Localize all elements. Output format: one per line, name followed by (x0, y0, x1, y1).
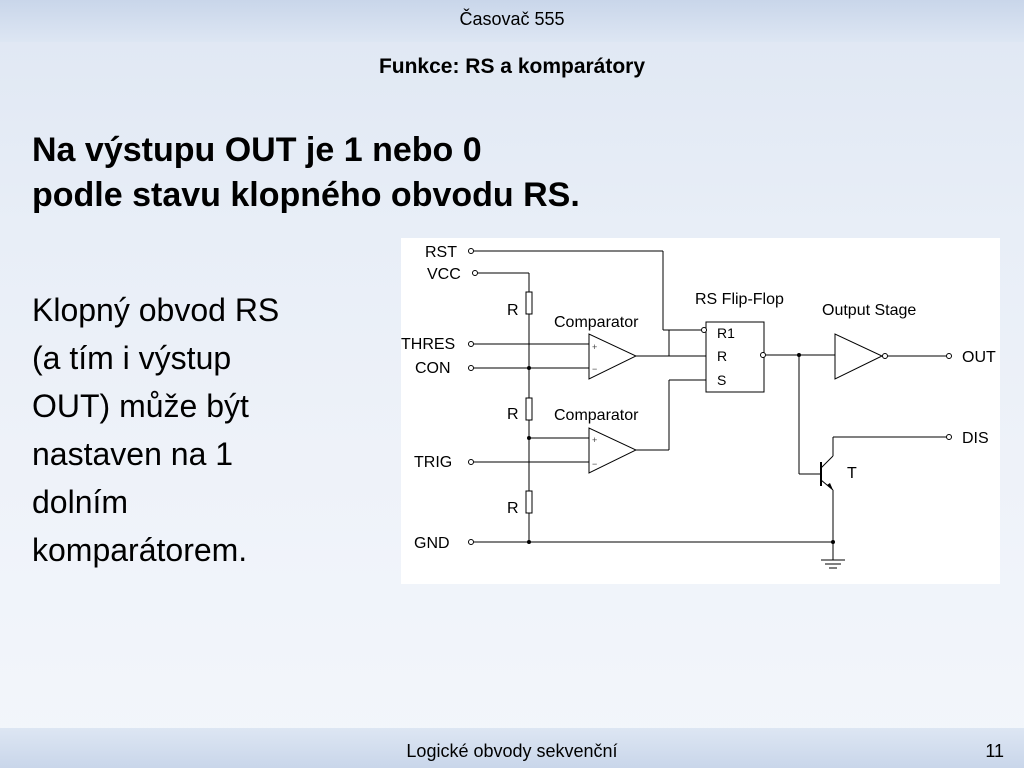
pin-terminal (468, 365, 474, 371)
slide-subtitle: Funkce: RS a komparátory (378, 55, 646, 78)
timer-555-diagram: RST VCC THRES CON TRIG GND OUT DIS R R R… (401, 238, 1000, 584)
pin-label-rst: RST (425, 244, 457, 261)
pin-label-gnd: GND (414, 535, 450, 552)
comp-plus-sign: + (592, 435, 597, 445)
body-line: dolním (32, 484, 129, 520)
flipflop-title: RS Flip-Flop (695, 291, 784, 308)
resistor-symbol (525, 397, 533, 421)
rs-flipflop-block (705, 321, 765, 393)
resistor-label: R (507, 406, 519, 423)
flipflop-pin-s: S (717, 372, 726, 388)
body-line: komparátorem. (32, 532, 248, 568)
output-stage-buffer (834, 333, 884, 380)
header-band (0, 0, 1024, 42)
pin-label-thres: THRES (401, 336, 455, 353)
body-line: Klopný obvod RS (32, 292, 280, 328)
comparator-1-symbol (588, 333, 638, 380)
comp-plus-sign: + (592, 342, 597, 352)
comparator-2-symbol (588, 427, 638, 474)
comp-minus-sign: − (592, 364, 597, 374)
pin-terminal (946, 353, 952, 359)
pin-terminal (468, 459, 474, 465)
pin-label-out: OUT (962, 349, 996, 366)
pin-terminal (472, 270, 478, 276)
circuit-schematic: RST VCC THRES CON TRIG GND OUT DIS R R R… (401, 244, 996, 569)
resistor-symbol (525, 291, 533, 315)
comp-minus-sign: − (592, 459, 597, 469)
body-line: OUT) může být (32, 388, 249, 424)
pin-terminal (946, 434, 952, 440)
slide-heading: Na výstupu OUT je 1 nebo 0 podle stavu k… (32, 128, 752, 218)
footer-band (0, 728, 1024, 768)
pin-label-con: CON (415, 360, 451, 377)
flipflop-pin-r1: R1 (717, 325, 735, 341)
resistor-symbol (525, 490, 533, 514)
resistor-label: R (507, 500, 519, 517)
body-line: (a tím i výstup (32, 340, 232, 376)
heading-line-2: podle stavu klopného obvodu RS. (32, 176, 580, 214)
body-line: nastaven na 1 (32, 436, 234, 472)
heading-line-1: Na výstupu OUT je 1 nebo 0 (32, 131, 482, 169)
page-number: 11 (985, 741, 1004, 761)
comparator-1-label: Comparator (554, 314, 639, 331)
pin-label-vcc: VCC (427, 266, 461, 283)
flipflop-pin-r: R (717, 348, 727, 364)
pin-terminal (468, 341, 474, 347)
slide-header-title: Časovač 555 (459, 9, 565, 29)
body-paragraph: Klopný obvod RS (a tím i výstup OUT) můž… (32, 286, 392, 574)
transistor-label: T (847, 465, 857, 482)
output-stage-label: Output Stage (822, 302, 916, 319)
resistor-label: R (507, 302, 519, 319)
pin-terminal (468, 248, 474, 254)
comparator-2-label: Comparator (554, 407, 639, 424)
pin-label-dis: DIS (962, 430, 989, 447)
footer-title: Logické obvody sekvenční (406, 741, 618, 761)
pin-label-trig: TRIG (414, 454, 452, 471)
pin-terminal (468, 539, 474, 545)
